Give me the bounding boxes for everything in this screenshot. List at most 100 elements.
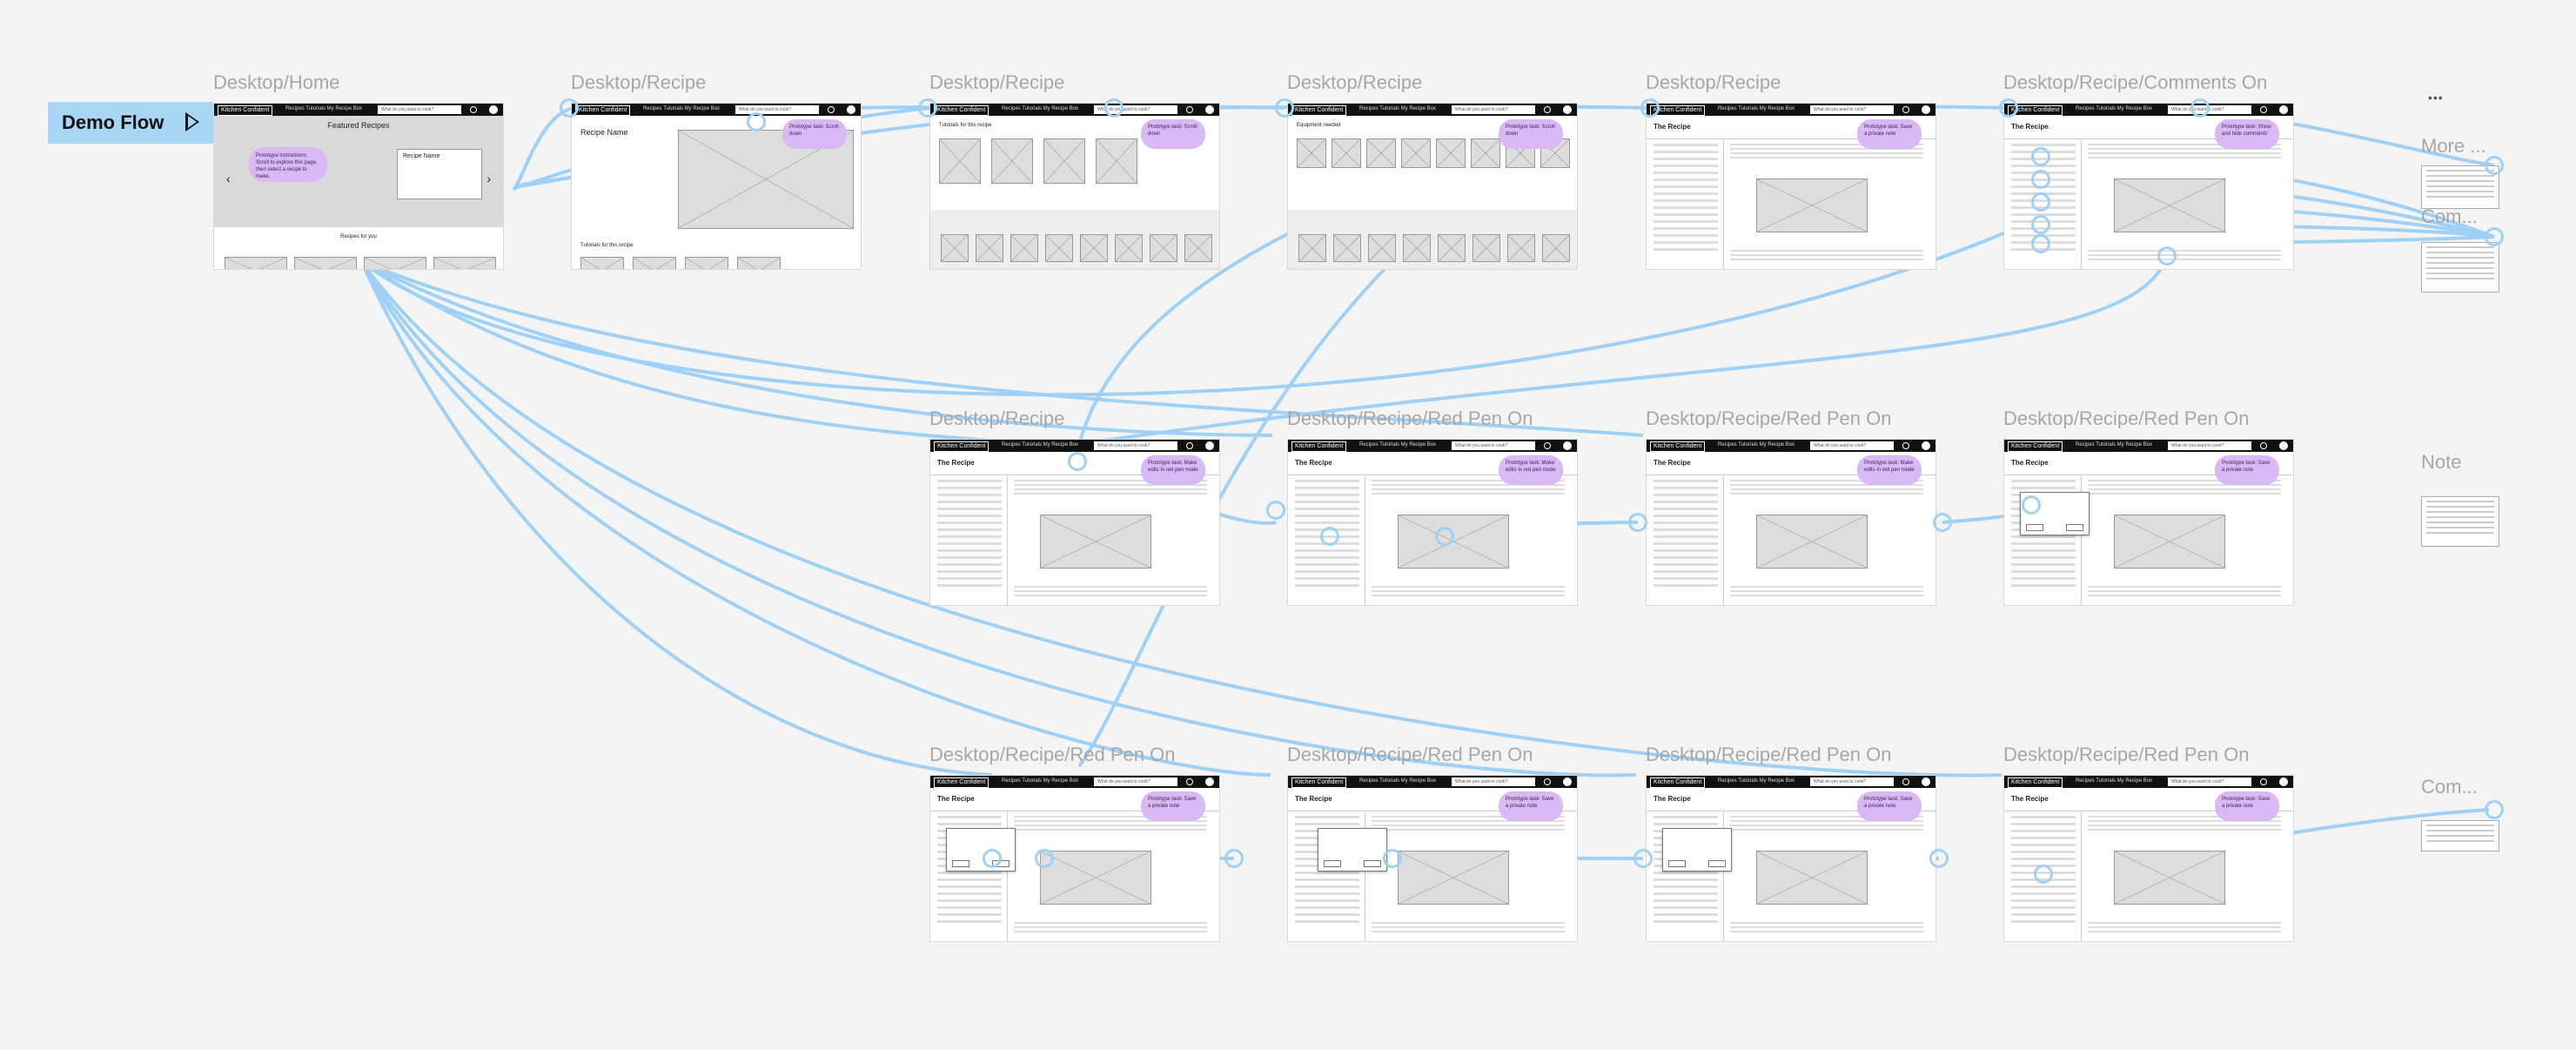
divider bbox=[1647, 138, 1935, 139]
prototype-hotspot[interactable] bbox=[2034, 865, 2053, 884]
frame-title[interactable]: Desktop/Recipe bbox=[1287, 73, 1423, 92]
frame-title[interactable]: Desktop/Recipe/Red Pen On bbox=[929, 745, 1176, 764]
prototype-hotspot[interactable] bbox=[2485, 800, 2504, 819]
prototype-hotspot[interactable] bbox=[1999, 98, 2018, 118]
component-frame[interactable] bbox=[2421, 820, 2499, 851]
search-icon bbox=[1544, 106, 1551, 113]
chevron-left-icon[interactable]: ‹ bbox=[226, 172, 231, 185]
prototype-hotspot[interactable] bbox=[1068, 452, 1087, 471]
text-line bbox=[2088, 254, 2281, 256]
prototype-hotspot[interactable] bbox=[1320, 527, 1339, 546]
frame-title[interactable]: Desktop/Recipe bbox=[929, 409, 1065, 428]
prototype-hotspot[interactable] bbox=[2031, 170, 2050, 189]
wireframe-nav-links: Recipes Tutorials My Recipe Box bbox=[1718, 442, 1795, 448]
avatar-icon bbox=[1922, 105, 1930, 114]
flow-start-button[interactable]: Demo Flow bbox=[48, 102, 213, 144]
search-icon bbox=[2260, 106, 2267, 113]
frame-title[interactable]: Desktop/Recipe/Red Pen On bbox=[1646, 409, 1892, 428]
prototype-hotspot[interactable] bbox=[983, 849, 1002, 868]
frame-title[interactable]: Desktop/Recipe bbox=[1646, 73, 1781, 92]
prototype-hotspot[interactable] bbox=[2031, 147, 2050, 166]
prototype-hotspot[interactable] bbox=[1435, 527, 1454, 546]
popup-button[interactable] bbox=[1364, 860, 1381, 867]
popup-button[interactable] bbox=[1668, 860, 1686, 867]
popup-button[interactable] bbox=[1324, 860, 1341, 867]
prototype-hotspot[interactable] bbox=[2190, 98, 2210, 118]
wireframe-nav-links: Recipes Tutorials My Recipe Box bbox=[2076, 778, 2153, 784]
prototype-hotspot[interactable] bbox=[2485, 156, 2504, 175]
text-line bbox=[2426, 825, 2494, 826]
prototype-hotspot[interactable] bbox=[560, 98, 579, 118]
frame-title[interactable]: Desktop/Recipe/Red Pen On bbox=[2003, 409, 2250, 428]
prototype-hotspot[interactable] bbox=[2031, 192, 2050, 212]
frame-title[interactable]: Desktop/Recipe/Red Pen On bbox=[1287, 409, 1533, 428]
frame-title[interactable]: Desktop/Recipe/Comments On bbox=[2003, 73, 2268, 92]
popup-button[interactable] bbox=[952, 860, 969, 867]
component-frame[interactable] bbox=[2421, 496, 2499, 547]
avatar-icon bbox=[1563, 105, 1572, 114]
prototype-hotspot[interactable] bbox=[1104, 98, 1124, 118]
prototype-hotspot[interactable] bbox=[1633, 849, 1653, 868]
prototype-hotspot[interactable] bbox=[1224, 849, 1244, 868]
popup-button[interactable] bbox=[2066, 524, 2083, 531]
recipes-for-you-title: Recipes for you bbox=[340, 234, 377, 239]
avatar-icon bbox=[2279, 441, 2288, 450]
component-title[interactable]: More ... bbox=[2421, 137, 2486, 156]
overflow-menu-icon[interactable]: ••• bbox=[2428, 91, 2444, 104]
chevron-right-icon[interactable]: › bbox=[486, 172, 491, 185]
frame-title[interactable]: Desktop/Recipe/Red Pen On bbox=[1646, 745, 1892, 764]
text-line bbox=[2088, 250, 2281, 252]
frame-title[interactable]: Desktop/Recipe/Red Pen On bbox=[1287, 745, 1533, 764]
image-placeholder bbox=[1043, 138, 1085, 184]
image-placeholder bbox=[939, 138, 981, 184]
popup-button[interactable] bbox=[2026, 524, 2043, 531]
prototype-hotspot[interactable] bbox=[2157, 246, 2177, 266]
component-frame[interactable] bbox=[2421, 242, 2499, 293]
image-placeholder bbox=[1332, 138, 1361, 168]
prototype-hotspot[interactable] bbox=[2031, 215, 2050, 234]
prototype-hotspot[interactable] bbox=[1035, 849, 1054, 868]
frame-title[interactable]: Desktop/Recipe bbox=[571, 73, 707, 92]
prototype-hotspot[interactable] bbox=[1628, 513, 1647, 532]
note-popup[interactable] bbox=[946, 828, 1016, 872]
prototype-hotspot[interactable] bbox=[747, 112, 766, 131]
prototype-hotspot[interactable] bbox=[1383, 849, 1402, 868]
prototype-hotspot[interactable] bbox=[1640, 98, 1660, 118]
prototype-hotspot[interactable] bbox=[2485, 227, 2504, 246]
component-title[interactable]: Com... bbox=[2421, 207, 2478, 226]
note-popup[interactable] bbox=[1662, 828, 1732, 872]
popup-button[interactable] bbox=[1708, 860, 1726, 867]
frame-title[interactable]: Desktop/Recipe/Red Pen On bbox=[2003, 745, 2250, 764]
image-placeholder bbox=[1403, 234, 1431, 262]
component-frame[interactable] bbox=[2421, 165, 2499, 209]
component-title[interactable]: Com... bbox=[2421, 777, 2478, 797]
text-line bbox=[1730, 484, 1923, 486]
prototype-hotspot[interactable] bbox=[2022, 495, 2041, 515]
prototype-hotspot[interactable] bbox=[918, 98, 937, 118]
prototype-hotspot[interactable] bbox=[2031, 234, 2050, 253]
prototype-hotspot[interactable] bbox=[1275, 98, 1294, 118]
prototype-hotspot[interactable] bbox=[1933, 513, 1952, 532]
prototype-hotspot[interactable] bbox=[1929, 849, 1949, 868]
frame-title[interactable]: Desktop/Home bbox=[213, 73, 340, 92]
prototype-hotspot[interactable] bbox=[1266, 501, 1285, 520]
text-line bbox=[1372, 488, 1565, 490]
note-popup[interactable] bbox=[1318, 828, 1387, 872]
recipe-section-title: The Recipe bbox=[1654, 795, 1691, 803]
frame-title[interactable]: Desktop/Recipe bbox=[929, 73, 1065, 92]
component-title[interactable]: Note bbox=[2421, 453, 2462, 472]
